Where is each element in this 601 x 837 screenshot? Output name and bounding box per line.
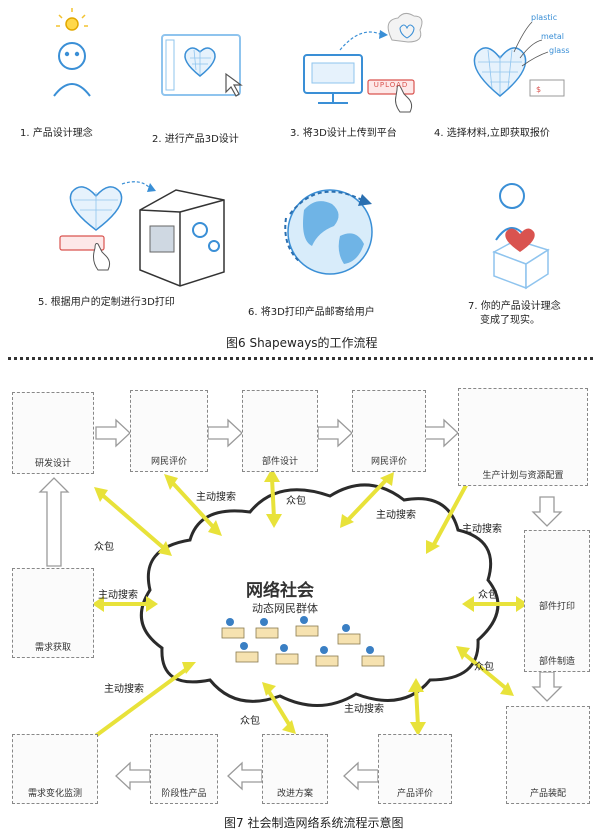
node-review1: 网民评价 [130, 390, 208, 472]
tag-search-4: 主动搜索 [98, 590, 138, 601]
tag-search-3: 主动搜索 [462, 524, 502, 535]
material-metal: metal [541, 32, 564, 41]
node-assembly-label: 产品装配 [529, 789, 566, 799]
idea-person-icon [53, 8, 91, 97]
node-production-plan: 生产计划与资源配置 [458, 388, 588, 486]
node-parts-print-make: 部件打印 部件制造 [524, 530, 590, 672]
cloud-title: 网络社会 [246, 581, 314, 601]
node-rd-label: 研发设计 [34, 459, 71, 469]
node-demand-capture: 需求获取 [12, 568, 94, 658]
tag-search-5: 主动搜索 [104, 684, 144, 695]
node-parts-design: 部件设计 [242, 390, 318, 472]
step-7-caption: 7. 你的产品设计理念 [468, 301, 561, 312]
tag-search-2: 主动搜索 [376, 510, 416, 521]
node-improve-label: 改进方案 [276, 789, 313, 799]
step-6-caption: 6. 将3D打印产品邮寄给用户 [248, 307, 375, 318]
step-5-caption: 5. 根据用户的定制进行3D打印 [38, 297, 175, 308]
tag-search-1: 主动搜索 [196, 492, 236, 503]
node-review2: 网民评价 [352, 390, 426, 472]
fig6-caption: 图6 Shapeways的工作流程 [226, 336, 378, 350]
person-gift-icon [492, 183, 550, 290]
step-3-caption: 3. 将3D设计上传到平台 [290, 128, 397, 139]
node-product-review: 产品评价 [378, 734, 452, 804]
printer-icon [59, 181, 225, 287]
tag-crowd-5: 众包 [240, 716, 260, 727]
globe-icon [284, 189, 373, 275]
tag-crowd-3: 众包 [478, 590, 498, 601]
node-parts-make-label: 部件制造 [538, 657, 575, 667]
upload-monitor-icon [303, 12, 423, 113]
upload-button-label: UPLOAD [373, 81, 409, 89]
fig7-caption: 图7 社会制造网络系统流程示意图 [224, 816, 404, 830]
step-1-caption: 1. 产品设计理念 [20, 128, 93, 139]
node-rd: 研发设计 [12, 392, 94, 474]
tag-crowd-1: 众包 [286, 496, 306, 507]
node-stage-product: 阶段性产品 [150, 734, 218, 804]
node-production-plan-label: 生产计划与资源配置 [482, 471, 564, 481]
material-glass: glass [549, 46, 570, 55]
cloud-subtitle: 动态网民群体 [252, 602, 318, 615]
node-assembly: 产品装配 [506, 706, 590, 804]
step-2-caption: 2. 进行产品3D设计 [152, 134, 239, 145]
node-improve: 改进方案 [262, 734, 328, 804]
node-parts-design-label: 部件设计 [261, 457, 298, 467]
step-7-caption-cont: 变成了现实。 [480, 315, 540, 326]
node-review1-label: 网民评价 [150, 457, 187, 467]
node-demand-capture-label: 需求获取 [34, 643, 71, 653]
material-plastic: plastic [531, 13, 558, 22]
section-divider [8, 357, 593, 360]
svg-text:$: $ [536, 85, 541, 94]
tag-crowd-4: 众包 [474, 662, 494, 673]
tag-search-6: 主动搜索 [344, 704, 384, 715]
node-review2-label: 网民评价 [370, 457, 407, 467]
node-demand-monitor: 需求变化监测 [12, 734, 98, 804]
node-demand-monitor-label: 需求变化监测 [27, 789, 82, 799]
tag-crowd-2: 众包 [94, 542, 114, 553]
node-parts-print-label: 部件打印 [538, 602, 575, 612]
node-stage-product-label: 阶段性产品 [161, 789, 207, 799]
design-tablet-icon [161, 34, 243, 97]
network-cloud [140, 483, 500, 707]
materials-heart-icon: $ [473, 21, 565, 97]
step-4-caption: 4. 选择材料,立即获取报价 [434, 128, 550, 139]
node-product-review-label: 产品评价 [396, 789, 433, 799]
